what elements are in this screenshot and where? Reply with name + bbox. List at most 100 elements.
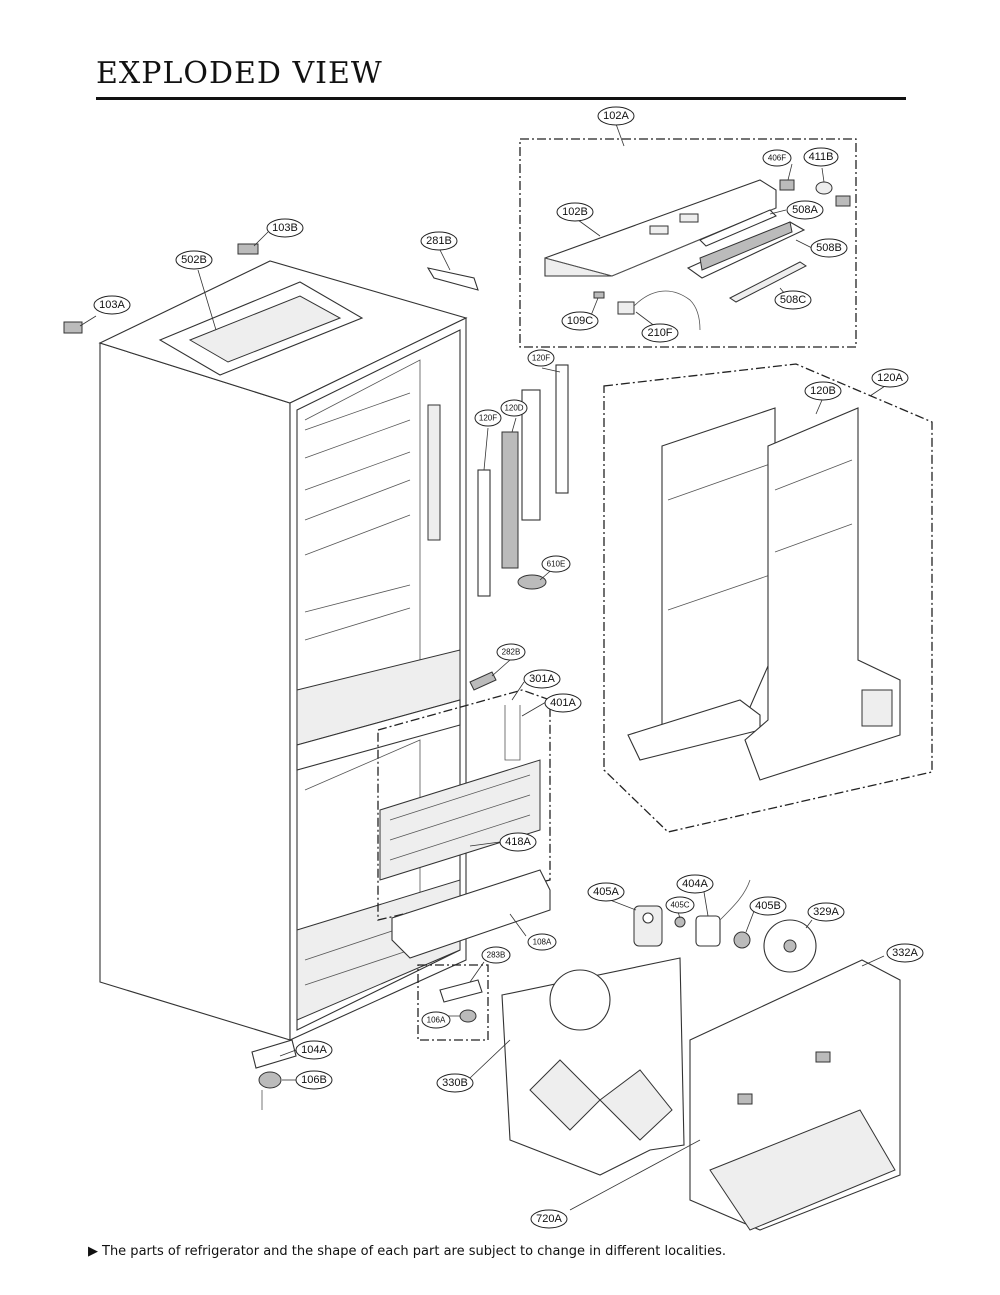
callout-406f: 406F [762, 149, 792, 167]
light-strip-120d [501, 431, 519, 569]
fan-bracket-405a [633, 905, 663, 947]
heater-401a [504, 705, 521, 761]
callout-bubble [786, 200, 824, 220]
callout-label: 405A [593, 886, 619, 898]
callout-label: 120D [504, 404, 523, 413]
callout-bubble [266, 218, 304, 238]
callout-bubble [499, 832, 537, 852]
callout-bubble [295, 1040, 333, 1060]
callout-102b: 102B [556, 202, 594, 222]
callout-108a: 108A [527, 933, 557, 951]
hinge-cover-103a [63, 321, 83, 334]
callout-332a: 332A [886, 943, 924, 963]
callout-401a: 401A [544, 693, 582, 713]
callout-bubble [641, 323, 679, 343]
callout-bubble [810, 238, 848, 258]
leg-106b [258, 1071, 282, 1110]
callout-label: 283B [487, 951, 506, 960]
callout-label: 332A [892, 947, 918, 959]
light-strip-120f-left [477, 469, 491, 597]
callout-label: 401A [550, 697, 576, 709]
callout-bubble [762, 149, 792, 167]
callout-bubble [523, 669, 561, 689]
callout-bubble [871, 368, 909, 388]
callout-329a: 329A [807, 902, 845, 922]
hinge-cover-103b [237, 243, 259, 255]
callout-411b: 411B [803, 147, 839, 167]
bracket-508a [699, 209, 777, 247]
part-411b [815, 181, 851, 207]
callout-label: 508B [816, 242, 842, 254]
callout-404a: 404A [676, 874, 714, 894]
fan-blade-329a [763, 919, 817, 973]
callout-bubble [436, 1073, 474, 1093]
callout-bubble [597, 106, 635, 126]
callout-label: 120F [479, 414, 497, 423]
callout-bubble [556, 202, 594, 222]
pcb-508b [686, 221, 806, 279]
callout-label: 508C [780, 294, 806, 306]
callout-bubble [676, 874, 714, 894]
leveler-106a [459, 1009, 477, 1023]
part-109c [593, 291, 605, 299]
callout-120f-right: 120F [527, 349, 555, 367]
group-box-120a [603, 363, 933, 833]
drain-282b [469, 671, 497, 691]
callout-bubble [749, 896, 787, 916]
callout-bubble [544, 693, 582, 713]
callout-bubble [295, 1070, 333, 1090]
callout-106b: 106B [295, 1070, 333, 1090]
callout-bubble [804, 381, 842, 401]
callout-bubble [175, 250, 213, 270]
title-underline [96, 97, 906, 100]
callout-label: 106B [301, 1074, 327, 1086]
screw-405c [674, 916, 686, 928]
callout-bubble [527, 349, 555, 367]
callout-bubble [421, 1011, 451, 1029]
bracket-283b [439, 979, 483, 1003]
light-cover-610e [517, 574, 547, 590]
callout-label: 405B [755, 900, 781, 912]
cover-332a [689, 959, 901, 1231]
grommet-405b [733, 931, 751, 949]
callout-502b: 502B [175, 250, 213, 270]
callout-508b: 508B [810, 238, 848, 258]
strip-508c [729, 261, 807, 303]
callout-label: 120B [810, 385, 836, 397]
shroud-330b [501, 957, 685, 1176]
callout-label: 103B [272, 222, 298, 234]
control-box-102b [544, 179, 777, 277]
callout-label: 502B [181, 254, 207, 266]
callout-102a: 102A [597, 106, 635, 126]
callout-283b: 283B [481, 946, 511, 964]
callout-301a: 301A [523, 669, 561, 689]
callout-label: 406F [768, 154, 786, 163]
callout-label: 610E [547, 560, 566, 569]
callout-bubble [774, 290, 812, 310]
callout-bubble [807, 902, 845, 922]
callout-bubble [500, 399, 528, 417]
callout-405a: 405A [587, 882, 625, 902]
duct-panel-left [627, 407, 776, 761]
callout-label: 210F [647, 327, 672, 339]
callout-103a: 103A [93, 295, 131, 315]
callout-label: 104A [301, 1044, 327, 1056]
callout-720a: 720A [530, 1209, 568, 1229]
callout-104a: 104A [295, 1040, 333, 1060]
callout-bubble [474, 409, 502, 427]
callout-label: 301A [529, 673, 555, 685]
callout-bubble [496, 643, 526, 661]
callout-bubble [481, 946, 511, 964]
callout-label: 329A [813, 906, 839, 918]
callout-label: 120F [532, 354, 550, 363]
callout-label: 330B [442, 1077, 468, 1089]
callout-label: 404A [682, 878, 708, 890]
callout-label: 720A [536, 1213, 562, 1225]
page-title: EXPLODED VIEW [96, 56, 383, 91]
top-cover-502b [158, 281, 364, 376]
cabinet-body [98, 260, 468, 1041]
light-strip-120d-housing [521, 389, 541, 521]
callout-bubble [561, 311, 599, 331]
callout-bubble [420, 231, 458, 251]
callout-281b: 281B [420, 231, 458, 251]
